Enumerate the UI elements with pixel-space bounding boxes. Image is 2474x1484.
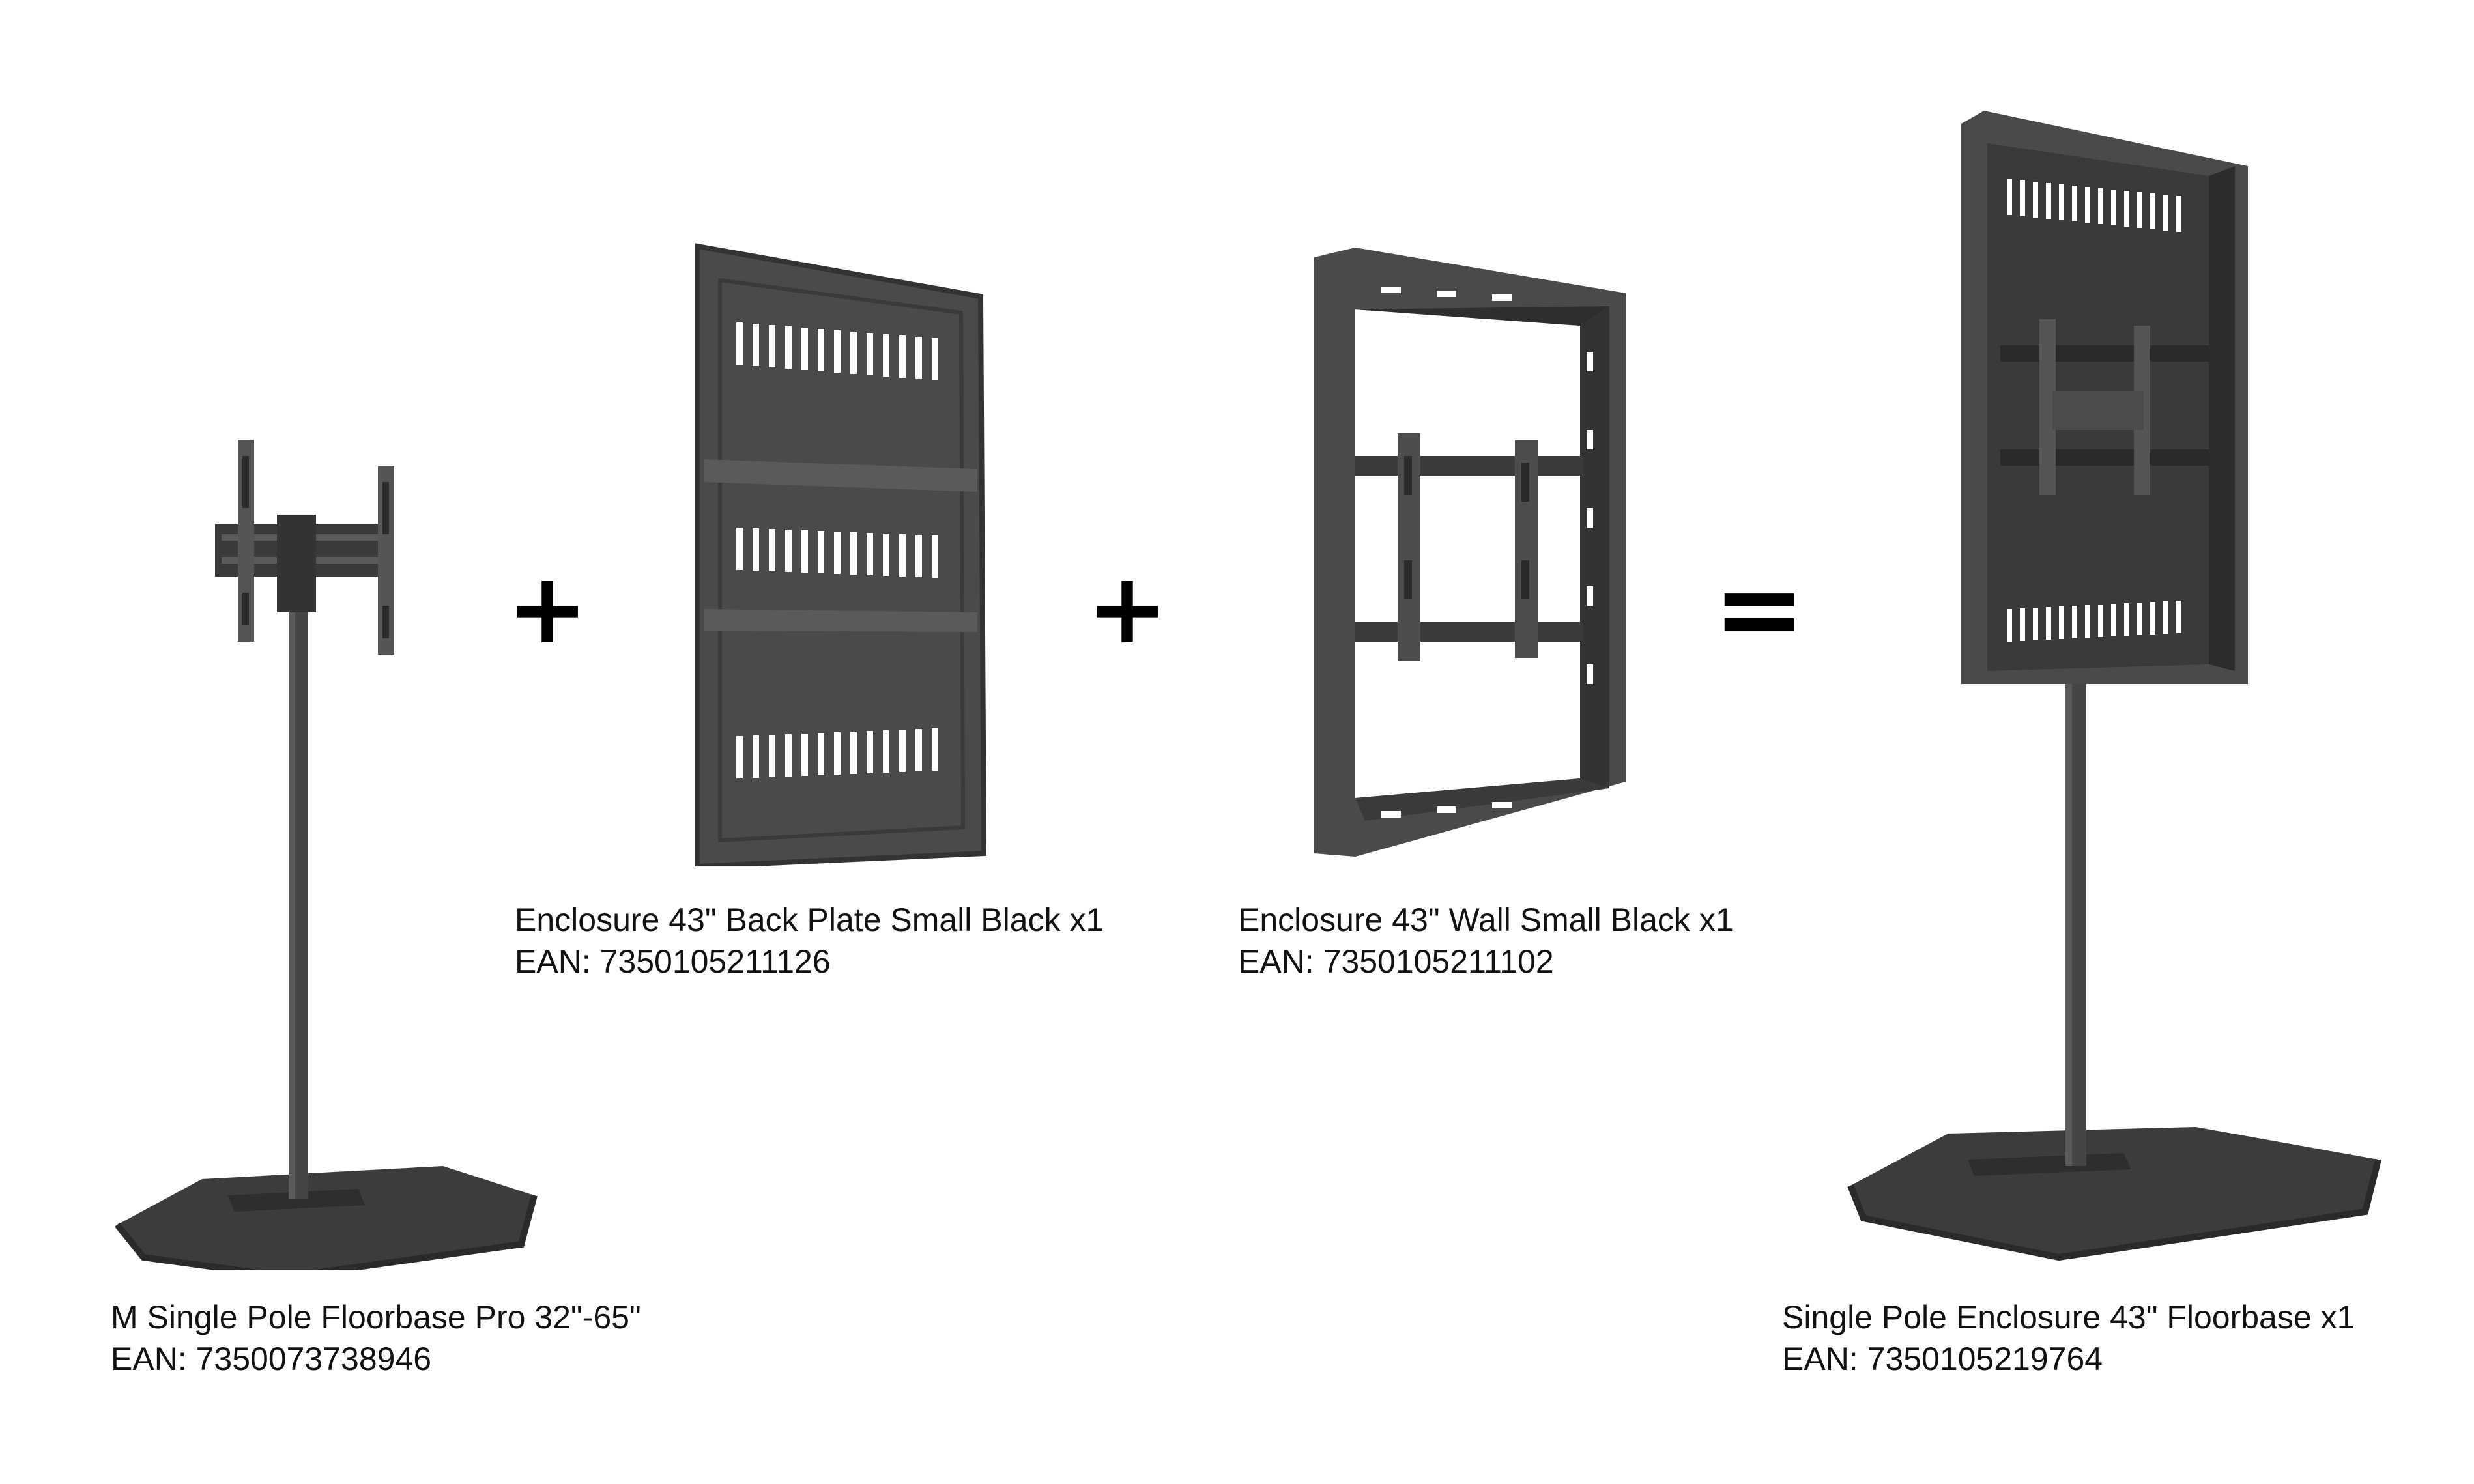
plus-operator-2: + [1086,552,1168,666]
product-label-floorbase: M Single Pole Floorbase Pro 32"-65" EAN:… [111,1296,641,1380]
product-ean: EAN: 7350073738946 [111,1341,432,1377]
product-ean: EAN: 7350105211102 [1238,943,1554,980]
product-name: Enclosure 43" Back Plate Small Black x1 [515,902,1104,938]
product-name: Enclosure 43" Wall Small Black x1 [1238,902,1734,938]
product-label-back-plate: Enclosure 43" Back Plate Small Black x1 … [515,899,1104,982]
product-name: Single Pole Enclosure 43" Floorbase x1 [1782,1299,2355,1335]
floorbase-stand-icon [115,440,538,1270]
product-label-enclosure-floorbase: Single Pole Enclosure 43" Floorbase x1 E… [1782,1296,2355,1380]
wall-enclosure-image [1306,248,1632,866]
enclosure-floorbase-image [1844,111,2391,1277]
product-label-wall-enclosure: Enclosure 43" Wall Small Black x1 EAN: 7… [1238,899,1734,982]
equals-operator: = [1712,545,1806,674]
product-ean: EAN: 7350105219764 [1782,1341,2103,1377]
wall-enclosure-icon [1314,248,1626,857]
product-ean: EAN: 7350105211126 [515,943,831,980]
floorbase-stand-image [104,430,560,1270]
enclosure-floorbase-icon [1847,111,2381,1261]
plus-operator-1: + [506,552,588,666]
back-plate-icon [695,243,987,866]
back-plate-image [691,241,990,866]
product-name: M Single Pole Floorbase Pro 32"-65" [111,1299,641,1335]
